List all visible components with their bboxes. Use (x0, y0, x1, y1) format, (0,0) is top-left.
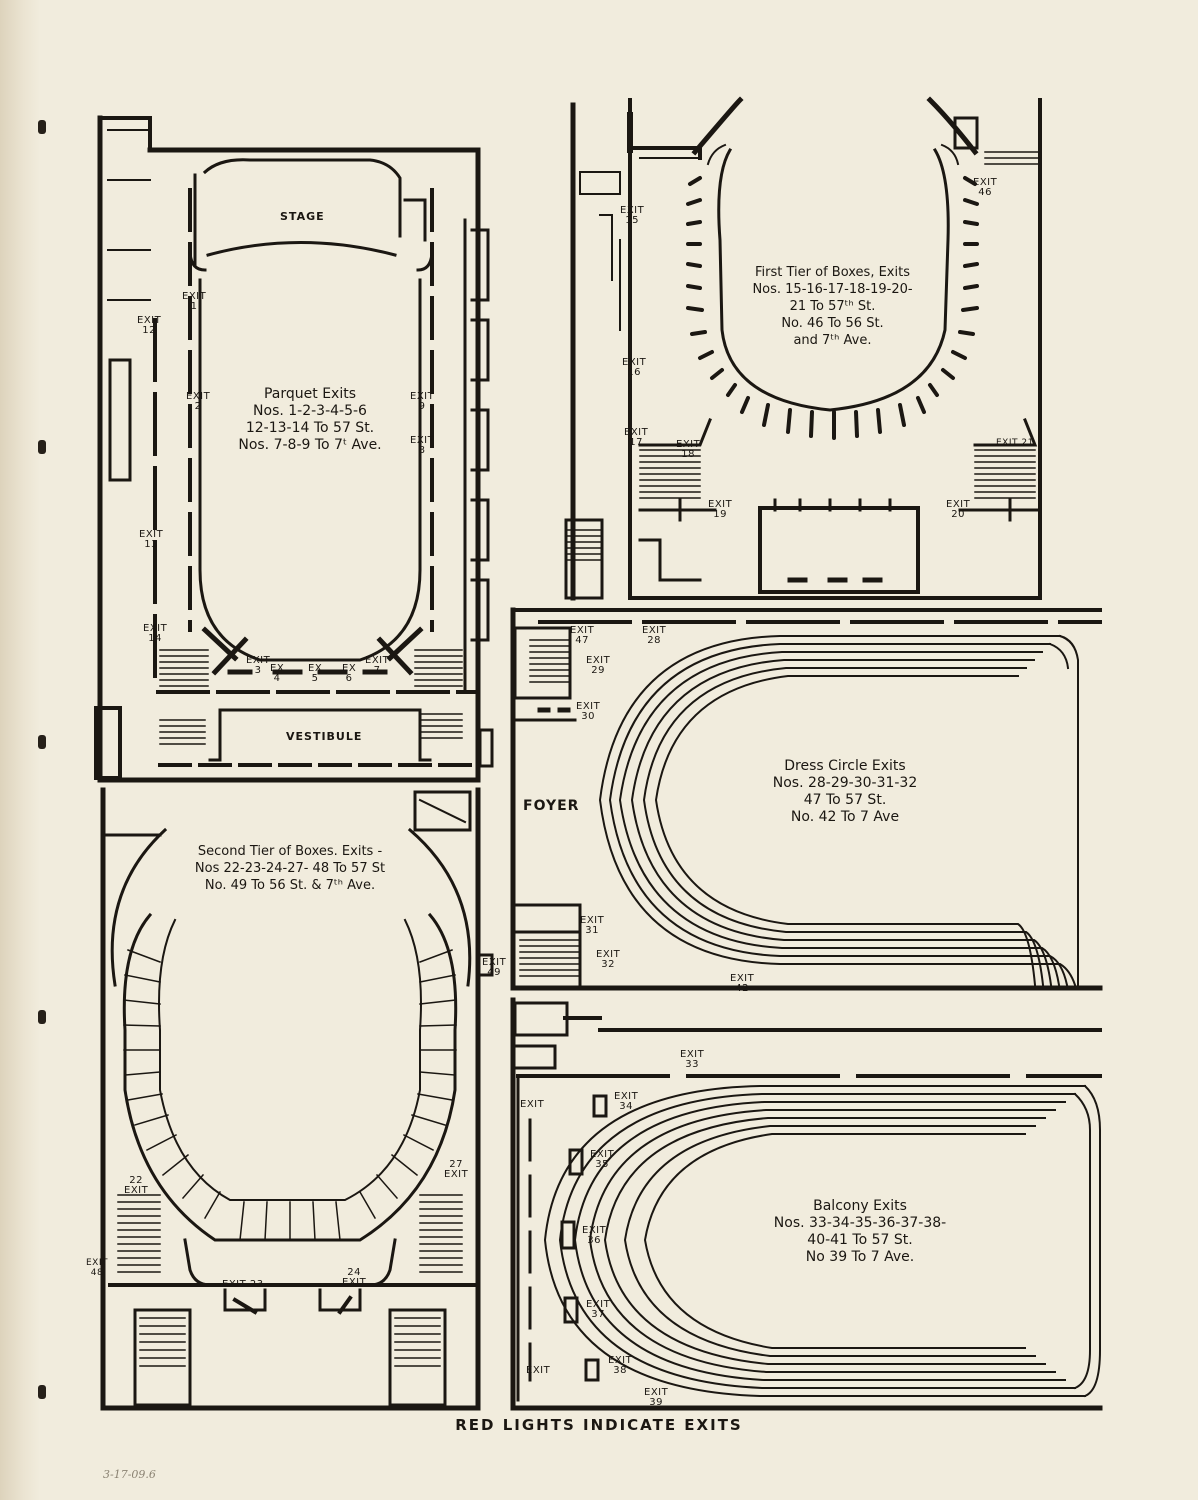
exit-label: EXIT 19 (708, 499, 733, 520)
exit-label: EXIT (526, 1365, 551, 1376)
exit-label: EX 5 (308, 663, 323, 684)
exit-label: EX 4 (270, 663, 285, 684)
dress-circle-plan (510, 607, 1103, 991)
exit-label: EXIT 8 (410, 435, 435, 456)
exit-label: EXIT 3 (246, 655, 271, 676)
exit-label: EXIT 14 (143, 623, 168, 644)
exit-label: EXIT 16 (622, 357, 647, 378)
binding-margin (0, 0, 40, 1500)
second-tier-exits-caption: Second Tier of Boxes. Exits - Nos 22-23-… (194, 844, 386, 893)
parquet-exits-caption: Parquet Exits Nos. 1-2-3-4-5-6 12-13-14 … (238, 386, 382, 453)
exit-label: EXIT 31 (580, 915, 605, 936)
exit-label: 24 EXIT (342, 1267, 367, 1288)
exit-label: EXIT 46 (973, 177, 998, 198)
stage-label: STAGE (280, 210, 325, 223)
parquet-plan (94, 115, 494, 783)
exit-label: EXIT 30 (576, 701, 601, 722)
balcony-exits-caption: Balcony Exits Nos. 33-34-35-36-37-38- 40… (773, 1198, 947, 1265)
exit-label: EXIT 13 (139, 529, 164, 550)
binding-hole (38, 735, 46, 749)
binding-hole (38, 1010, 46, 1024)
exit-label: EXIT 48 (86, 1258, 109, 1278)
exit-label: EXIT 29 (586, 655, 611, 676)
exit-label: EXIT 23 (222, 1279, 264, 1290)
exit-label: EXIT 37 (586, 1299, 611, 1320)
exit-label: EXIT 15 (620, 205, 645, 226)
exit-label: EXIT 34 (614, 1091, 639, 1112)
exit-label: EXIT 7 (365, 655, 390, 676)
exit-label: 27 EXIT (444, 1159, 469, 1180)
first-tier-exits-caption: First Tier of Boxes, Exits Nos. 15-16-17… (752, 265, 913, 348)
exit-label: EXIT 9 (410, 391, 435, 412)
balcony-plan (510, 997, 1103, 1411)
vestibule-label: VESTIBULE (286, 730, 363, 743)
exit-label: EXIT 18 (676, 439, 701, 460)
binding-hole (38, 440, 46, 454)
exit-label: EXIT 12 (137, 315, 162, 336)
exit-label: EXIT 39 (644, 1387, 669, 1408)
exit-label: EXIT 2 (186, 391, 211, 412)
footer-legend: RED LIGHTS INDICATE EXITS (455, 1416, 743, 1434)
exit-label: EX 6 (342, 663, 357, 684)
exit-label: EXIT 17 (624, 427, 649, 448)
foyer-label: FOYER (523, 798, 580, 814)
exit-label: EXIT 36 (582, 1225, 607, 1246)
handwritten-note: 3-17-09.6 (103, 1468, 156, 1481)
first-tier-plan (564, 96, 1042, 601)
exit-label: EXIT 33 (680, 1049, 705, 1070)
exit-label: EXIT 28 (642, 625, 667, 646)
binding-hole (38, 1385, 46, 1399)
exit-label: EXIT 21 (996, 438, 1034, 448)
exit-label: 22 EXIT (124, 1175, 149, 1196)
exit-label: EXIT 38 (608, 1355, 633, 1376)
exit-label: EXIT 1 (182, 291, 207, 312)
exit-label: EXIT 49 (482, 957, 507, 978)
exit-label: EXIT 42 (730, 973, 755, 994)
exit-label: EXIT 32 (596, 949, 621, 970)
exit-label: EXIT 35 (590, 1149, 615, 1170)
exit-label: EXIT (520, 1099, 545, 1110)
exit-label: EXIT 20 (946, 499, 971, 520)
binding-hole (38, 120, 46, 134)
exit-label: EXIT 47 (570, 625, 595, 646)
second-tier-plan (100, 787, 494, 1411)
dress-circle-exits-caption: Dress Circle Exits Nos. 28-29-30-31-32 4… (772, 758, 918, 825)
